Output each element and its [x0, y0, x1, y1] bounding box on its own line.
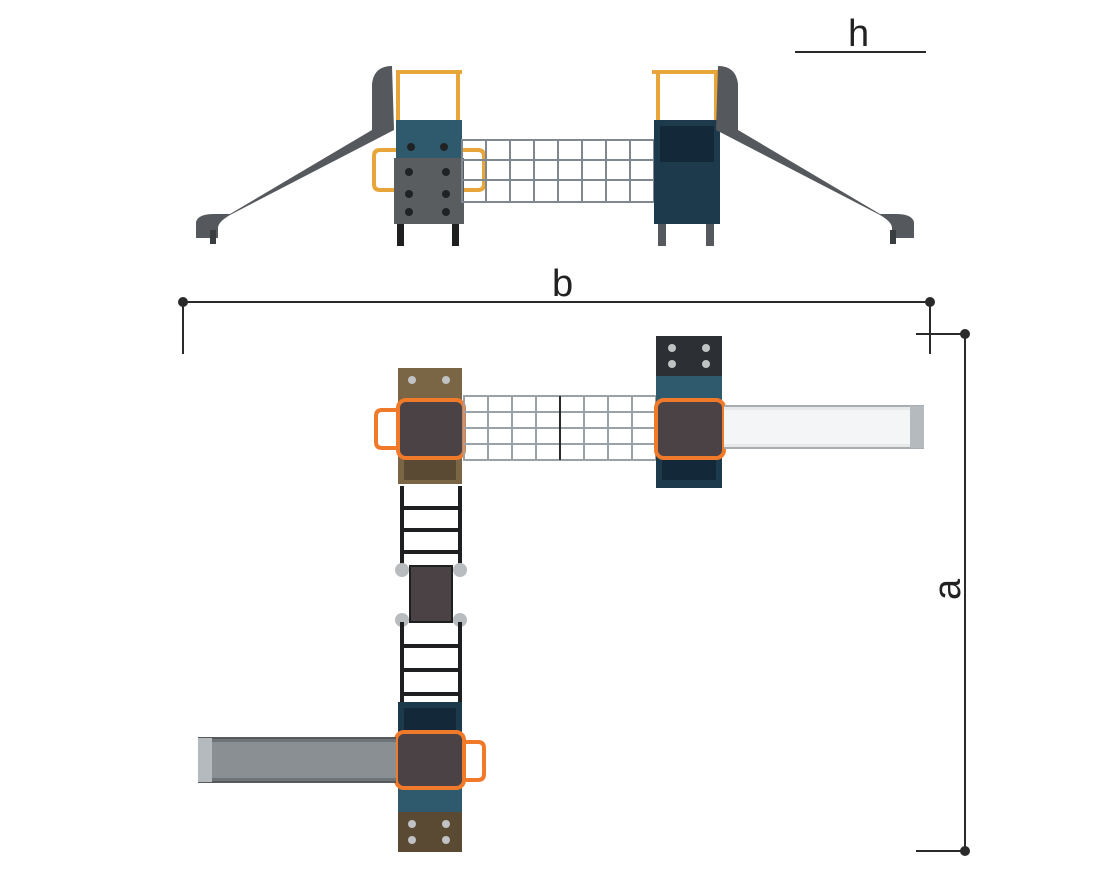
depth-label: a — [927, 578, 969, 600]
right-tower-post — [658, 222, 666, 246]
elevation-view — [196, 66, 914, 246]
right-tower-handrail — [652, 70, 720, 120]
handrail-left-plan — [374, 408, 398, 450]
ladder-lower-plan — [400, 622, 462, 702]
left-tower-climb-panel — [394, 158, 464, 224]
platform-top-left — [396, 398, 466, 460]
width-dimension: b — [178, 263, 935, 354]
net-bridge-elevation — [461, 139, 655, 203]
right-tower-post — [706, 222, 714, 246]
left-slide-elevation — [196, 66, 394, 238]
left-slide-plan — [198, 737, 396, 783]
climbing-holds — [405, 143, 450, 216]
ladder-upper-plan — [400, 486, 462, 568]
left-tower-post — [452, 220, 459, 246]
depth-dimension: a — [916, 329, 970, 856]
platform-bottom — [394, 730, 466, 790]
tower-top-right-plan — [654, 336, 726, 488]
left-tower-handrail — [372, 70, 486, 192]
width-label: b — [552, 263, 573, 305]
plan-view — [198, 336, 924, 852]
height-dimension: h — [795, 13, 926, 55]
right-slide-plan — [724, 405, 924, 449]
tower-top-left-plan — [374, 368, 466, 484]
height-label: h — [848, 13, 869, 55]
handrail-bottom-plan — [464, 740, 486, 782]
net-bridge-plan — [463, 395, 657, 461]
left-tower-post — [397, 220, 404, 246]
right-slide-elevation — [716, 66, 914, 238]
tower-bottom-plan — [394, 702, 486, 852]
platform-top-right — [654, 398, 726, 460]
left-tower-panel-top — [396, 120, 462, 158]
middle-platform-plan — [395, 563, 467, 627]
